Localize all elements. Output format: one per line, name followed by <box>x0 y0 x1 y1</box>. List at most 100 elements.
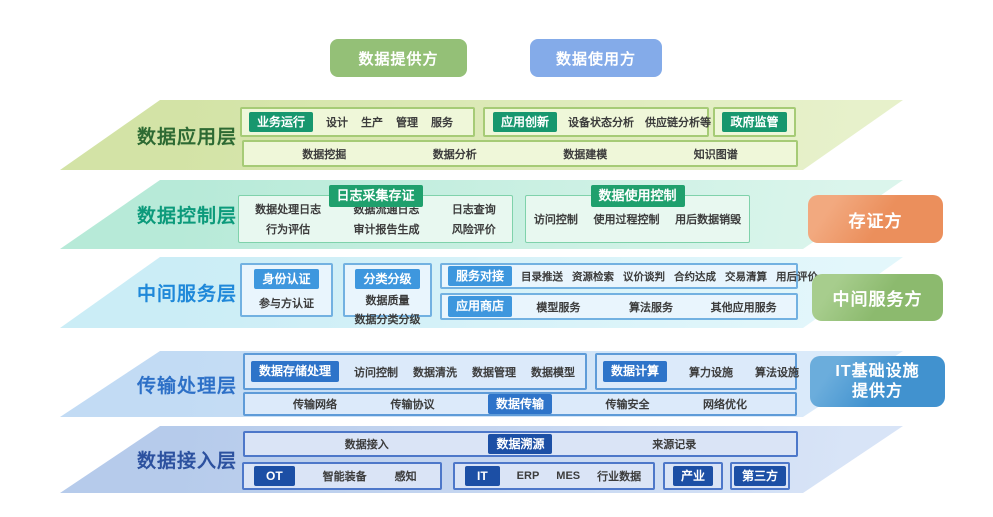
item: 供应链分析等 <box>645 117 712 129</box>
government-supervision-badge: 政府监管 <box>722 111 787 133</box>
item: 行为评估 <box>266 224 311 236</box>
classification-grading-badge: 分类分级 <box>355 269 420 290</box>
item: 交易清算 <box>725 270 768 283</box>
item: 目录推送 <box>521 270 564 283</box>
service-docking-box: 服务对接 目录推送 资源检索 议价谈判 合约达成 交易清算 用后评价 <box>440 263 818 289</box>
layer-data-application: 数据应用层 业务运行 设计 生产 管理 服务 应用创新 设备状态分析 供应链分析… <box>60 100 903 170</box>
government-supervision-box: 政府监管 <box>713 107 796 137</box>
identity-authentication-badge: 身份认证 <box>254 269 319 290</box>
data-usage-control-box: 数据使用控制 访问控制 使用过程控制 用后数据销毁 <box>525 185 750 243</box>
item: 网络优化 <box>702 399 747 411</box>
item: 数据接入 <box>344 439 389 451</box>
item: 传输安全 <box>605 399 650 411</box>
data-provenance-box: 数据接入 数据溯源 来源记录 <box>243 431 798 457</box>
application-innovation-box: 应用创新 设备状态分析 供应链分析等 <box>483 107 712 137</box>
item: 传输网络 <box>293 399 337 411</box>
third-party-box: 第三方 <box>730 462 790 490</box>
item: 行业数据 <box>597 471 642 483</box>
data-storage-processing-box: 数据存储处理 访问控制 数据清洗 数据管理 数据模型 <box>243 353 587 390</box>
service-docking-badge: 服务对接 <box>448 265 513 287</box>
ot-box: OT 智能装备 感知 <box>242 462 442 490</box>
data-provider-pill: 数据提供方 <box>330 39 467 77</box>
data-transmission-badge: 数据传输 <box>487 393 552 415</box>
item: 设备状态分析 <box>568 117 635 129</box>
item: 算力设施 <box>689 366 734 379</box>
item: 设计 <box>326 117 349 129</box>
item: 数据挖掘 <box>302 148 347 161</box>
data-transmission-box: 传输网络 传输协议 数据传输 传输安全 网络优化 <box>243 392 797 416</box>
item: 数据分析 <box>432 148 477 161</box>
item: 审计报告生成 <box>353 224 420 236</box>
item: MES <box>556 470 581 482</box>
industry-badge: 产业 <box>672 465 713 487</box>
item: 数据质量 <box>365 295 410 308</box>
item: 数据清洗 <box>413 366 458 379</box>
item: 使用过程控制 <box>593 214 660 226</box>
item: 访问控制 <box>533 214 578 226</box>
layer-title: 传输处理层 <box>136 375 237 397</box>
item: 服务 <box>431 117 454 129</box>
it-infra-line2: 提供方 <box>851 382 903 400</box>
layer-title: 数据接入层 <box>136 451 237 472</box>
item: 算法设施 <box>755 366 800 379</box>
data-computing-badge: 数据计算 <box>603 361 668 382</box>
item: 算法服务 <box>629 301 673 314</box>
item: 访问控制 <box>354 366 399 379</box>
item: 感知 <box>394 471 417 483</box>
layer-data-control: 数据控制层 日志采集存证 数据处理日志 行为评估 数据流通日志 审计报告生成 日… <box>60 180 903 249</box>
classification-grading-box: 分类分级 数据质量 数据分类分级 <box>343 263 432 326</box>
item: 资源检索 <box>572 270 615 283</box>
item: 数据处理日志 <box>255 204 322 216</box>
item: 管理 <box>396 117 419 129</box>
item: 传输协议 <box>390 399 435 411</box>
it-box: IT ERP MES 行业数据 <box>453 462 655 490</box>
data-consumer-pill: 数据使用方 <box>530 39 662 77</box>
item: 生产 <box>361 117 384 129</box>
evidence-party-box: 存证方 <box>808 195 943 243</box>
layer-title: 中间服务层 <box>136 284 237 305</box>
item: 数据建模 <box>563 148 608 161</box>
item: 智能装备 <box>322 471 367 483</box>
item: 参与方认证 <box>259 298 314 311</box>
item: ERP <box>516 470 540 482</box>
industry-box: 产业 <box>663 462 723 490</box>
layer-transmission-processing: 传输处理层 数据存储处理 访问控制 数据清洗 数据管理 数据模型 数据计算 算力… <box>60 351 903 417</box>
log-collection-badge: 日志采集存证 <box>328 185 423 207</box>
application-innovation-badge: 应用创新 <box>493 111 558 133</box>
data-computing-box: 数据计算 算力设施 算法设施 <box>595 353 800 390</box>
layer-intermediate-service: 中间服务层 身份认证 参与方认证 分类分级 数据质量 数据分类分级 服务对接 目… <box>60 257 903 328</box>
log-collection-box: 日志采集存证 数据处理日志 行为评估 数据流通日志 审计报告生成 日志查询 风险… <box>238 185 513 243</box>
data-storage-processing-badge: 数据存储处理 <box>251 361 340 382</box>
layer-title: 数据应用层 <box>136 126 237 148</box>
third-party-badge: 第三方 <box>733 465 786 487</box>
layer-title: 数据控制层 <box>136 206 237 227</box>
business-operation-box: 业务运行 设计 生产 管理 服务 <box>240 107 475 137</box>
item: 数据模型 <box>531 366 576 379</box>
data-usage-control-badge: 数据使用控制 <box>590 185 685 207</box>
item: 来源记录 <box>652 439 697 451</box>
intermediate-service-party-box: 中间服务方 <box>812 274 943 321</box>
item: 知识图谱 <box>693 148 738 161</box>
item: 模型服务 <box>536 301 581 314</box>
item: 数据分类分级 <box>354 314 421 327</box>
data-analytics-box: 数据挖掘 数据分析 数据建模 知识图谱 <box>242 140 798 167</box>
item: 用后数据销毁 <box>675 214 742 226</box>
item: 用后评价 <box>776 270 819 283</box>
business-operation-badge: 业务运行 <box>249 111 314 133</box>
item: 风险评价 <box>451 224 496 236</box>
item: 议价谈判 <box>623 270 666 283</box>
item: 日志查询 <box>451 204 496 216</box>
app-store-badge: 应用商店 <box>448 296 513 317</box>
item: 其他应用服务 <box>710 301 777 314</box>
layer-data-access: 数据接入层 数据接入 数据溯源 来源记录 OT 智能装备 感知 IT ERP M… <box>60 426 903 493</box>
it-infrastructure-provider-box: IT基础设施 提供方 <box>810 356 945 407</box>
it-badge: IT <box>465 465 500 487</box>
identity-authentication-box: 身份认证 参与方认证 <box>240 263 333 317</box>
it-infra-line1: IT基础设施 <box>835 362 920 380</box>
app-store-box: 应用商店 模型服务 算法服务 其他应用服务 <box>440 293 798 320</box>
item: 合约达成 <box>674 270 717 283</box>
data-provenance-badge: 数据溯源 <box>488 433 553 455</box>
item: 数据流通日志 <box>353 204 420 216</box>
ot-badge: OT <box>254 465 295 487</box>
